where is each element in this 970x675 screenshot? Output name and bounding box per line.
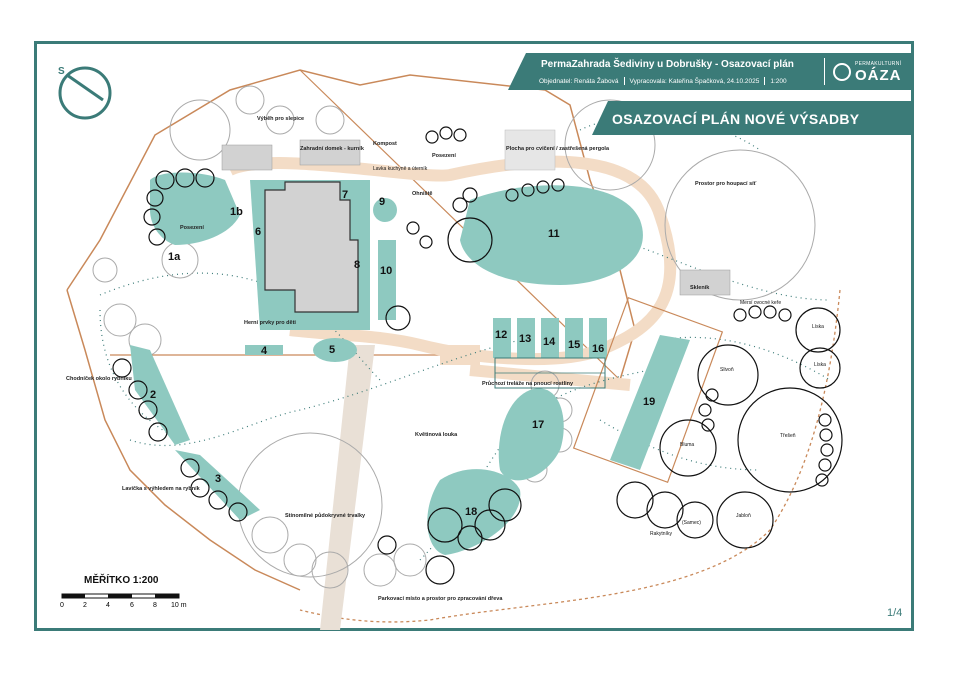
title-header: PermaZahrada Šediviny u Dobrušky - Osazo… [508, 53, 913, 90]
svg-text:Kompost: Kompost [373, 141, 397, 147]
svg-text:2: 2 [150, 389, 156, 401]
svg-text:9: 9 [379, 196, 385, 208]
svg-text:12: 12 [495, 329, 507, 341]
bed-numbers: 1a 1b 2 3 4 5 6 7 8 9 10 11 12 13 14 15 … [150, 189, 655, 518]
scale-tick: 10 m [171, 602, 187, 609]
svg-text:8: 8 [354, 259, 360, 271]
logo-small-text: PERMAKULTURNÍ [855, 61, 902, 67]
client-name: Objednatel: Renáta Žabová [539, 77, 619, 85]
scale-tick: 8 [153, 602, 157, 609]
svg-text:13: 13 [519, 333, 531, 345]
scale-bar-graphic [61, 593, 180, 599]
svg-text:Líska: Líska [814, 362, 826, 368]
svg-text:1a: 1a [168, 251, 181, 263]
svg-text:Líska: Líska [812, 324, 824, 330]
plan-scale: 1:200 [770, 77, 787, 85]
plan-subtitle: Objednatel: Renáta Žabová Vypracovala: Ka… [539, 77, 792, 85]
svg-text:Parkovací místo a prostor pro: Parkovací místo a prostor pro zpracování… [378, 596, 503, 602]
oaza-logo: PERMAKULTURNÍ OÁZA [824, 58, 909, 85]
svg-text:Květinová louka: Květinová louka [415, 432, 458, 438]
svg-text:Stínomilné půdokryvné trvalky: Stínomilné půdokryvné trvalky [285, 512, 366, 519]
svg-text:4: 4 [261, 345, 268, 357]
svg-text:Bluma: Bluma [680, 442, 694, 448]
svg-text:Jabloň: Jabloň [736, 513, 751, 519]
svg-text:Lavka kuchyně a úterník: Lavka kuchyně a úterník [373, 166, 428, 172]
page-number: 1/4 [887, 607, 903, 619]
planting-beds [130, 172, 690, 555]
area-labels: Výběh pro slepice Zahradní domek - kurní… [66, 116, 826, 602]
author-name: Vypracovala: Kateřina Špačková, 24.10.20… [629, 77, 760, 85]
svg-text:17: 17 [532, 419, 544, 431]
garden-paths [227, 155, 677, 630]
svg-text:14: 14 [543, 336, 556, 348]
svg-text:Průchozí treláže na pnoucí ros: Průchozí treláže na pnoucí rostliny [482, 380, 574, 387]
svg-text:(Samec): (Samec) [682, 520, 701, 526]
svg-text:Rakytníky: Rakytníky [650, 531, 672, 537]
svg-text:Posezení: Posezení [180, 225, 204, 231]
svg-text:Posezení: Posezení [432, 153, 456, 159]
north-arrow-icon: S [58, 66, 112, 120]
scale-tick: 0 [60, 602, 64, 609]
svg-text:Chodníček okolo rybníku: Chodníček okolo rybníku [66, 376, 132, 382]
scale-bar: MĚŘÍTKO 1:200 0 2 4 6 8 10 m [58, 575, 198, 615]
svg-text:3: 3 [215, 473, 221, 485]
section-banner: OSAZOVACÍ PLÁN NOVÉ VÝSADBY [592, 101, 914, 135]
new-plantings [112, 126, 843, 585]
logo-mark-icon [833, 63, 851, 81]
scale-title: MĚŘÍTKO 1:200 [84, 575, 159, 586]
svg-text:Ohniště: Ohniště [412, 191, 432, 197]
banner-title: OSAZOVACÍ PLÁN NOVÉ VÝSADBY [612, 111, 860, 127]
svg-text:5: 5 [329, 344, 335, 356]
svg-text:15: 15 [568, 339, 580, 351]
scale-tick: 2 [83, 602, 87, 609]
svg-text:6: 6 [255, 226, 261, 238]
trellis-structure [494, 357, 606, 389]
house-building [221, 129, 731, 484]
plan-title: PermaZahrada Šediviny u Dobrušky - Osazo… [541, 59, 794, 70]
svg-text:19: 19 [643, 396, 655, 408]
svg-text:Výběh pro slepice: Výběh pro slepice [257, 116, 304, 122]
svg-text:Zahradní domek - kurník: Zahradní domek - kurník [300, 146, 365, 152]
svg-text:Plocha pro cvičení / zastřešen: Plocha pro cvičení / zastřešená pergola [506, 146, 610, 152]
svg-text:S: S [58, 66, 65, 77]
scale-tick: 6 [130, 602, 134, 609]
svg-text:1b: 1b [230, 206, 243, 218]
logo-big-text: OÁZA [855, 67, 902, 84]
scale-tick: 4 [106, 602, 110, 609]
svg-text:Prostor pro houpací síť: Prostor pro houpací síť [695, 181, 757, 187]
svg-text:11: 11 [548, 228, 560, 240]
svg-text:Slivoň: Slivoň [720, 367, 734, 373]
svg-text:10: 10 [380, 265, 392, 277]
svg-text:Mersí ovocné keře: Mersí ovocné keře [740, 300, 781, 306]
svg-text:Třešeň: Třešeň [780, 433, 796, 439]
svg-text:Herní prvky pro děti: Herní prvky pro děti [244, 320, 296, 326]
svg-text:Lavička s výhledem na rybník: Lavička s výhledem na rybník [122, 486, 201, 492]
dotted-trails [99, 116, 831, 561]
svg-text:16: 16 [592, 343, 604, 355]
svg-text:Skleník: Skleník [690, 285, 710, 291]
svg-text:18: 18 [465, 506, 477, 518]
svg-text:7: 7 [342, 189, 348, 201]
